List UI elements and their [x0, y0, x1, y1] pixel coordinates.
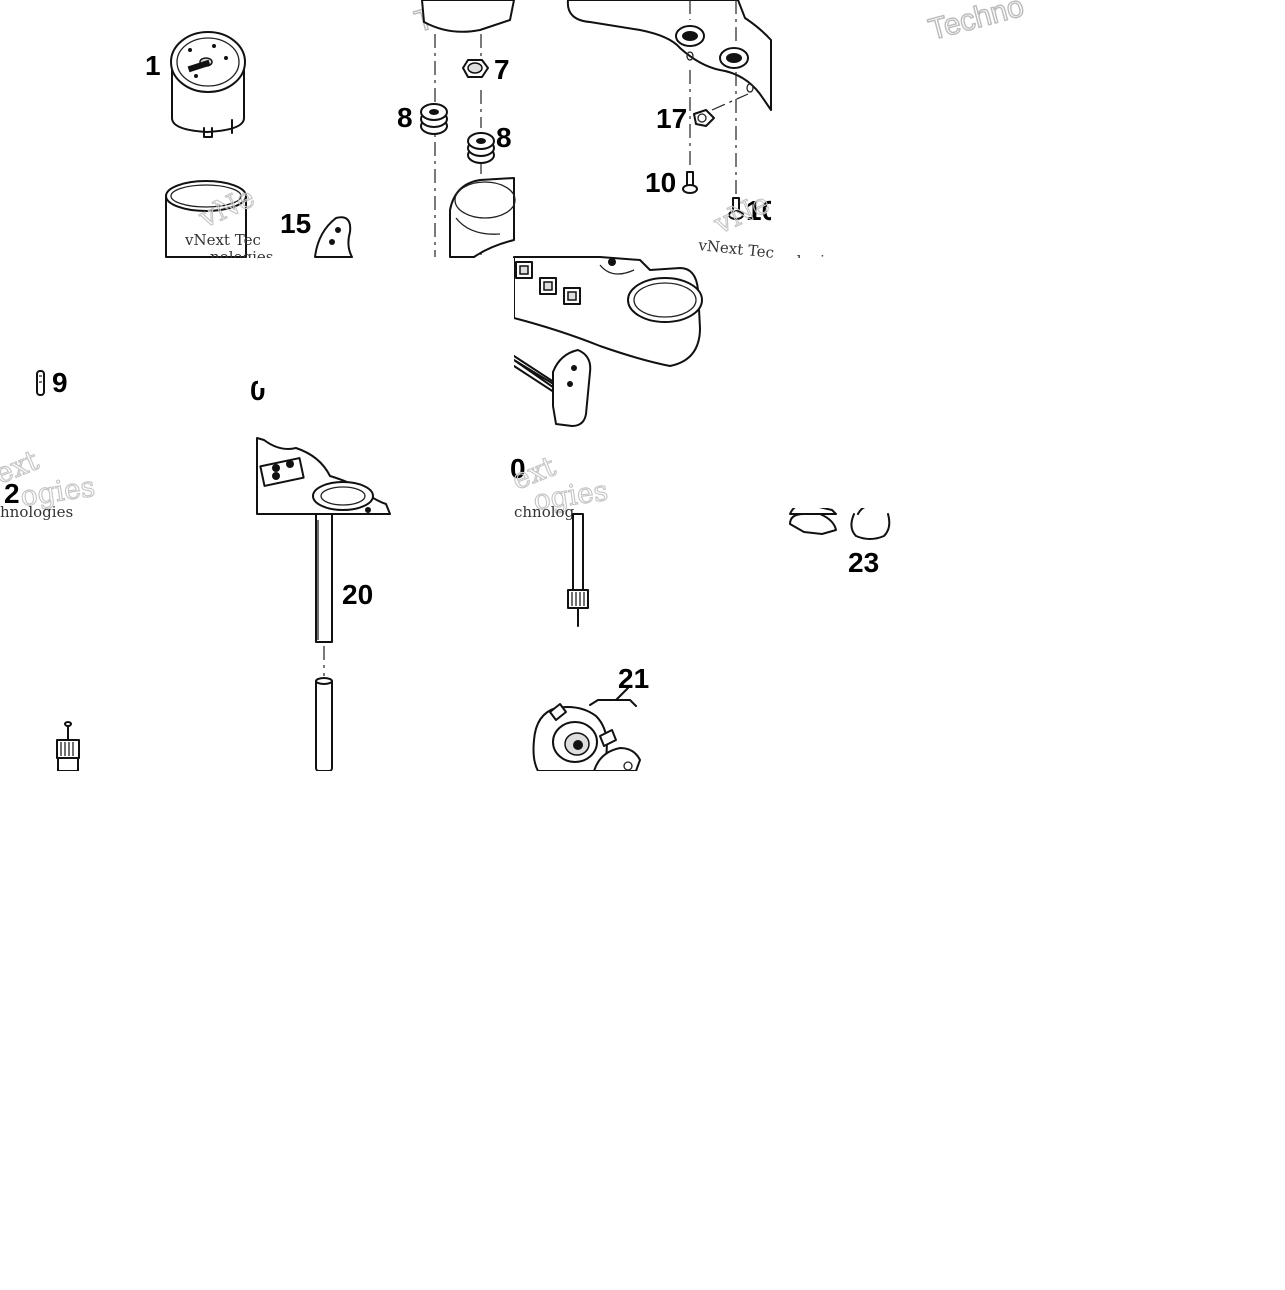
upper-triple-clamp [566, 0, 772, 111]
watermark-vnext-1: vNext Tec [184, 231, 261, 249]
part-label-0: 0 [510, 453, 526, 484]
watermark-chnolog-2: chnolog [514, 503, 575, 521]
mounting-bracket [513, 349, 592, 427]
part-label-17: 17 [656, 103, 687, 134]
gauge-sleeve [165, 180, 247, 258]
washer-8a [420, 103, 448, 135]
shaft-20 [315, 513, 333, 772]
washer-8b [467, 132, 495, 164]
gasket-23 [789, 513, 891, 540]
bolt-17 [693, 109, 715, 127]
lower-clamp-switches [513, 256, 703, 367]
part-label-1: 1 [145, 50, 161, 81]
part-label-7: 7 [494, 54, 510, 85]
speedo-cable-end [567, 513, 589, 627]
speedo-drive-21 [532, 687, 641, 772]
watermark-techno-right: Techno [925, 0, 1027, 47]
part-label-9: 9 [52, 367, 68, 398]
lower-clamp-left [256, 437, 391, 515]
watermark-hnologies-1: hnologies [0, 503, 73, 521]
part-label-10a: 10 [645, 167, 676, 198]
lower-clamp-top [449, 177, 516, 258]
nut-7 [462, 59, 489, 78]
screw-10a [682, 171, 698, 194]
part-label-8b: 8 [496, 122, 512, 153]
part-label-2: 2 [4, 478, 20, 509]
bracket-15 [314, 216, 353, 258]
bulb-9 [36, 370, 45, 396]
part-label-15: 15 [280, 208, 311, 239]
watermark-vnext-2: vNext Tec [697, 236, 775, 262]
speedometer-gauge [170, 31, 246, 138]
cable-fitting-left [56, 721, 80, 772]
screw-10b [728, 197, 744, 220]
part-label-8a: 8 [397, 102, 413, 133]
part-label-23: 23 [848, 547, 879, 578]
part-label-20: 20 [342, 579, 373, 610]
part-label-21: 21 [618, 663, 649, 694]
